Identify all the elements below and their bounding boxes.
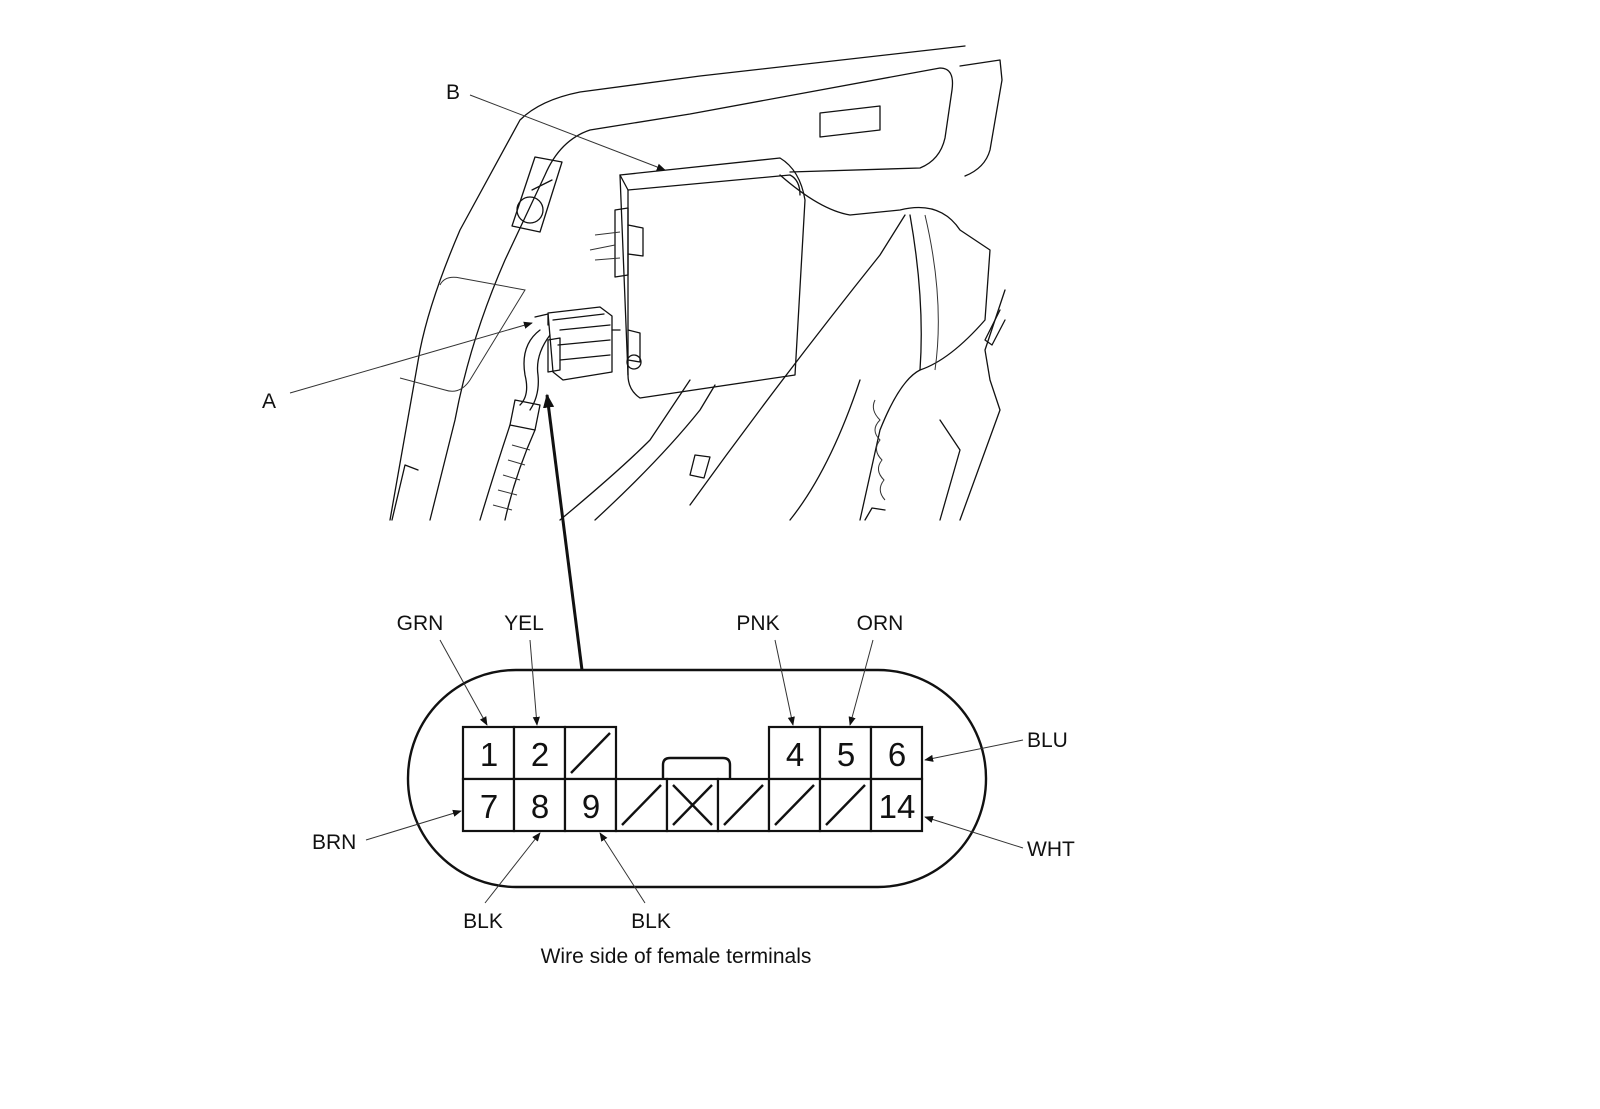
terminal-4-number: 4 <box>786 736 804 773</box>
terminal-6-number: 6 <box>888 736 906 773</box>
terminal-4-wire-color: PNK <box>736 612 779 635</box>
control-unit <box>589 157 806 399</box>
rear-floor-2 <box>789 379 861 521</box>
wavy-seam <box>872 399 886 501</box>
floor-tab-mid <box>689 454 711 479</box>
terminal-5-number: 5 <box>837 736 855 773</box>
terminal-14-wire-color: WHT <box>1027 838 1075 861</box>
terminal-14-number: 14 <box>879 788 916 825</box>
floor-panel-mid <box>594 384 716 521</box>
terminal-7-wire-color: BRN <box>312 831 356 854</box>
terminal-8-wire-color: BLK <box>463 910 503 933</box>
harness-connector <box>534 306 621 381</box>
terminal-1-wire-color: GRN <box>397 612 444 635</box>
terminal-2-number: 2 <box>531 736 549 773</box>
inner-panel-line <box>429 67 954 521</box>
connector-housing <box>406 668 988 889</box>
terminal-1-number: 1 <box>480 736 498 773</box>
connector-caption: Wire side of female terminals <box>541 945 812 968</box>
terminal-7-number: 7 <box>480 788 498 825</box>
side-sill-outer <box>859 214 922 521</box>
wire-color-leaders <box>365 639 1024 904</box>
side-sill-edge <box>924 214 939 371</box>
terminal-8-cell <box>512 777 567 833</box>
terminal-9-number: 9 <box>582 788 600 825</box>
callout-a: A <box>262 390 276 413</box>
terminal-2-wire-color: YEL <box>504 612 544 635</box>
floor-tab-left <box>391 464 419 521</box>
terminal-6-wire-color: BLU <box>1027 729 1068 752</box>
vehicle-illustration <box>389 45 1006 521</box>
terminal-2-cell <box>512 725 567 781</box>
floor-tab-right <box>864 507 886 521</box>
callout-b: B <box>446 81 460 104</box>
terminal-5-wire-color: ORN <box>857 612 904 635</box>
terminal-9-wire-color: BLK <box>631 910 671 933</box>
right-body-edge <box>959 289 1006 521</box>
panel-rib <box>779 174 991 371</box>
rear-floor <box>689 214 906 506</box>
view-arrow <box>543 393 584 671</box>
upper-trim-edge <box>959 59 1003 177</box>
floor-panel-front <box>559 379 691 521</box>
terminal-5-cell <box>818 725 873 781</box>
callout-a-leader <box>289 321 533 394</box>
outer-panel-line <box>389 45 966 521</box>
terminal-14-cell <box>869 777 924 833</box>
grommet <box>516 196 544 224</box>
panel-recess <box>399 276 526 392</box>
wire-harness <box>479 329 551 521</box>
connector-face: 1 2 4 5 6 7 8 9 14 <box>406 668 988 889</box>
trim-slot <box>819 105 881 138</box>
terminal-8-number: 8 <box>531 788 549 825</box>
callout-b-leader <box>469 94 666 171</box>
connector-latch <box>661 756 732 779</box>
